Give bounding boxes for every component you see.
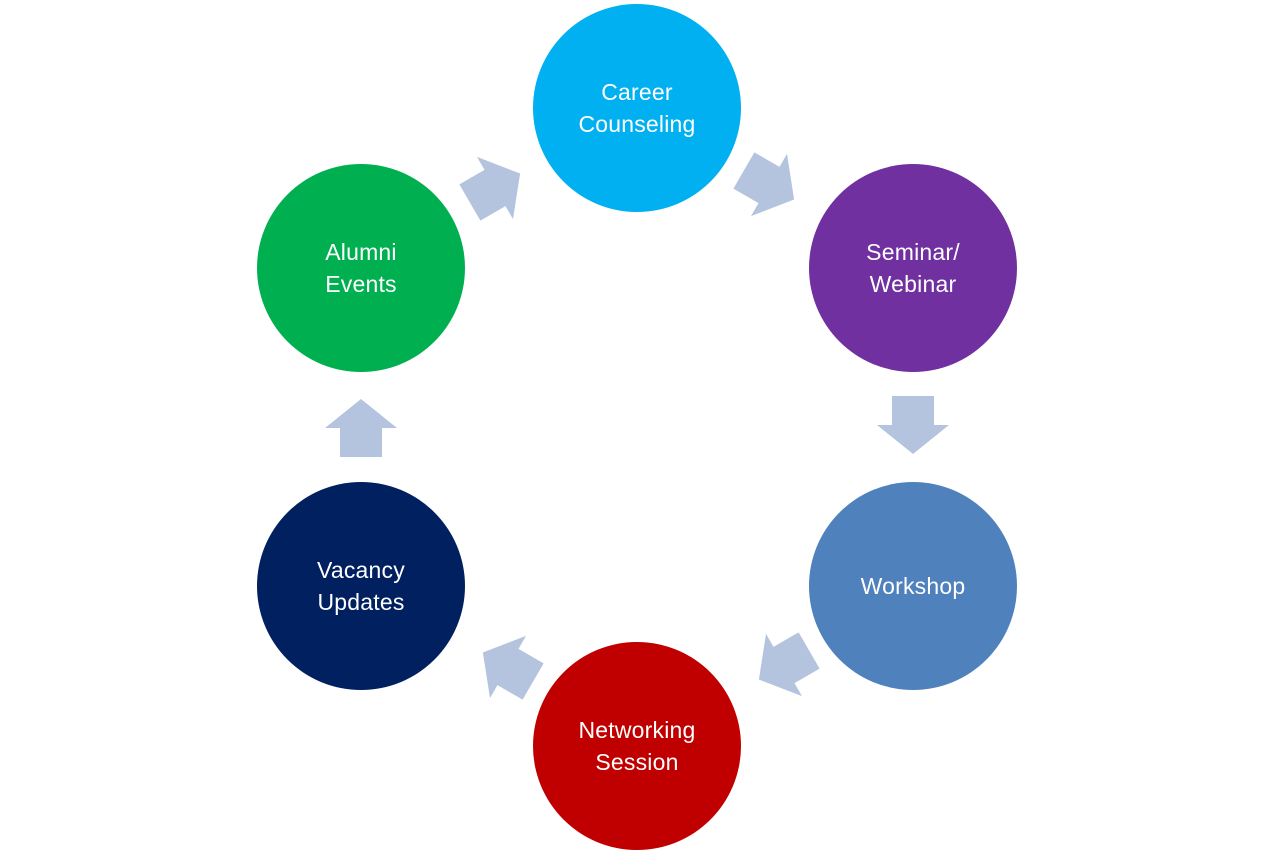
node-label: Networking Session (578, 717, 696, 775)
node-workshop[interactable]: Workshop (809, 482, 1017, 690)
node-alumni-events[interactable]: Alumni Events (257, 164, 465, 372)
node-label: Seminar/ Webinar (866, 239, 960, 297)
node-label: Career Counseling (578, 79, 696, 137)
node-vacancy-updates[interactable]: Vacancy Updates (257, 482, 465, 690)
arrow-icon (877, 396, 949, 454)
arrow-icon (465, 621, 551, 712)
arrow-icon (325, 399, 397, 457)
arrow-icon (741, 619, 827, 710)
node-label: Workshop (860, 573, 966, 599)
arrow-icon (726, 139, 812, 230)
node-label: Vacancy Updates (317, 557, 405, 615)
arrow-icon (452, 142, 538, 233)
node-label: Alumni Events (325, 239, 397, 297)
node-career-counseling[interactable]: Career Counseling (533, 4, 741, 212)
node-networking-session[interactable]: Networking Session (533, 642, 741, 850)
node-seminar-webinar[interactable]: Seminar/ Webinar (809, 164, 1017, 372)
